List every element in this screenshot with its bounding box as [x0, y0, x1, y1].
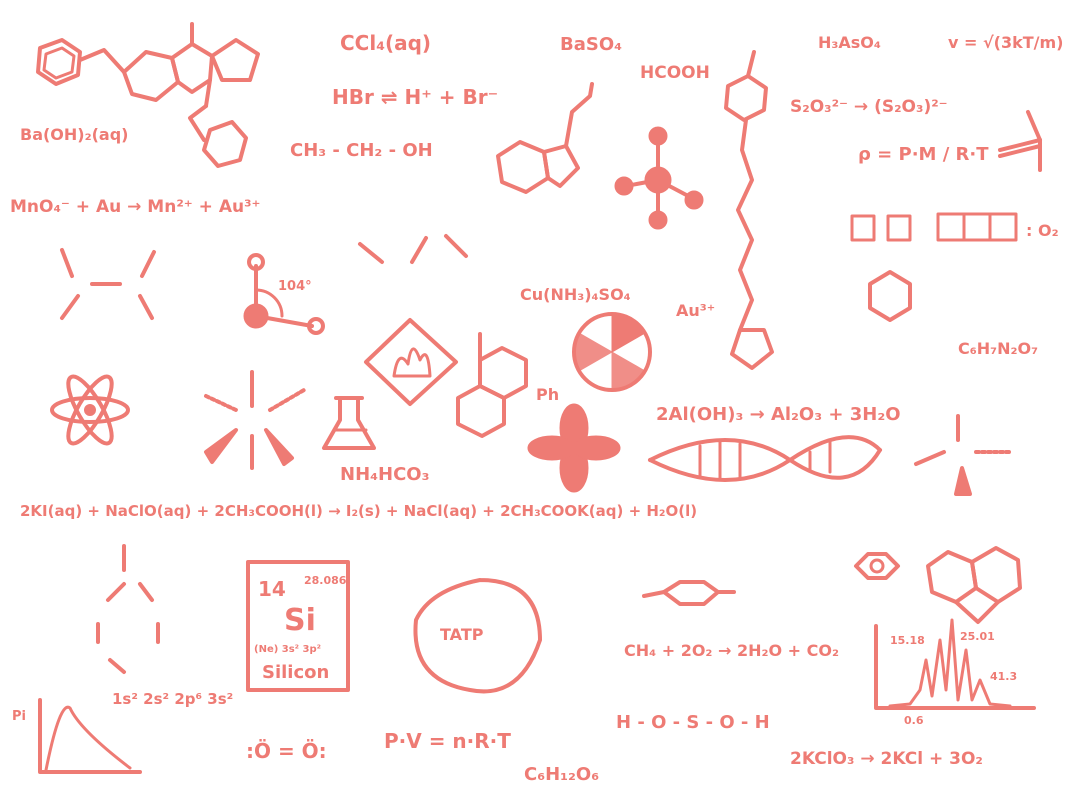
- si-name: Silicon: [262, 662, 329, 683]
- formula-hcooh: HCOOH: [640, 63, 710, 83]
- formula-ideal-gas: P·V = n·R·T: [384, 729, 511, 753]
- radiation-icon: [572, 312, 652, 392]
- graph-peak-label-3: 41.3: [990, 670, 1017, 683]
- formula-cunh3: Cu(NH₃)₄SO₄: [520, 285, 631, 304]
- flask-icon: [322, 396, 376, 450]
- si-electron-config: (Ne) 3s² 3p²: [254, 644, 321, 655]
- formula-nh4hco3: NH₄HCO₃: [340, 464, 429, 485]
- oxalic-acid-lewis-structure: [60, 248, 156, 320]
- graph-icon: [874, 618, 1036, 710]
- formula-baso4: BaSO₄: [560, 34, 622, 55]
- formula-sulfuric-acid: H - O - S - O - H: [616, 712, 770, 733]
- heart-polycyclic-molecule: [926, 546, 1022, 624]
- trinitrotoluene-molecule: [868, 270, 912, 322]
- atom-icon: [50, 374, 130, 446]
- formula-baoh2: Ba(OH)₂(aq): [20, 125, 129, 144]
- flame-hazard-icon: [364, 318, 458, 406]
- imine-molecule: [642, 580, 736, 606]
- si-atomic-number: 14: [258, 577, 286, 601]
- benzyl-pyrimidine-molecule: [36, 22, 260, 168]
- tryptamine-molecule: [496, 82, 594, 194]
- formula-velocity: v = √(3kT/m): [948, 33, 1063, 52]
- phenol-ring-molecule: [96, 544, 160, 674]
- dna-helix-icon: [648, 435, 882, 482]
- water-molecule: [243, 253, 325, 335]
- graph-peak-label-1: 15.18: [890, 634, 925, 647]
- naphthol-ether-molecule: [456, 332, 528, 438]
- si-atomic-mass: 28.086: [304, 574, 347, 587]
- formula-long-equation: 2KI(aq) + NaClO(aq) + 2CH₃COOH(l) → I₂(s…: [20, 502, 697, 520]
- formula-trinitro: C₆H₇N₂O₇: [958, 339, 1038, 358]
- formula-glucose: C₆H₁₂O₆: [524, 764, 599, 785]
- electron-configuration-boxes: [850, 212, 1018, 242]
- benzene-icon: [854, 552, 900, 580]
- formula-aloh3: 2Al(OH)₃ → Al₂O₃ + 3H₂O: [656, 404, 901, 425]
- ammonium-molecule: [914, 414, 1012, 496]
- formula-permanganate: MnO₄⁻ + Au → Mn²⁺ + Au³⁺: [10, 197, 261, 217]
- retinol-chain-molecule: [724, 50, 774, 370]
- formula-o2-label: : O₂: [1026, 221, 1059, 240]
- formula-au3: Au³⁺: [676, 301, 715, 320]
- graph-x-label: 0.6: [904, 714, 924, 727]
- tatp-molecule: [413, 578, 542, 694]
- formula-hbr-equilibrium: HBr ⇌ H⁺ + Br⁻: [332, 85, 498, 109]
- formula-ethanol: CH₃ - CH₂ - OH: [290, 140, 433, 161]
- but-diene-chain: [358, 234, 468, 264]
- phenyl-label: Ph: [536, 385, 559, 404]
- formula-orbital-config: 1s² 2s² 2p⁶ 3s²: [112, 690, 233, 708]
- carboxylate-lewis-structure: [998, 110, 1042, 172]
- graph-peak-label-2: 25.01: [960, 630, 995, 643]
- plot-axis-pi: Pi: [12, 709, 26, 724]
- formula-kclo3: 2KClO₃ → 2KCl + 3O₂: [790, 749, 983, 769]
- formula-density: ρ = P·M / R·T: [858, 144, 989, 165]
- formula-ccl4: CCl₄(aq): [340, 31, 431, 55]
- formula-h3aso4: H₃AsO₄: [818, 33, 881, 52]
- bond-angle: 104°: [278, 279, 312, 294]
- molecule-icon: [614, 126, 704, 230]
- formula-o2-lewis: :Ö = Ö:: [246, 739, 327, 763]
- formula-s2o3: S₂O₃²⁻ → (S₂O₃)²⁻: [790, 97, 948, 117]
- si-symbol: Si: [284, 603, 316, 638]
- formula-methane-combustion: CH₄ + 2O₂ → 2H₂O + CO₂: [624, 641, 839, 660]
- periodic-element-silicon-card: 14 28.086 Si (Ne) 3s² 3p² Silicon: [246, 560, 350, 692]
- distribution-plot-icon: [38, 698, 142, 774]
- sf6-molecule: [204, 370, 306, 470]
- tatp-label: TATP: [440, 625, 484, 644]
- orbital-icon: [527, 403, 621, 493]
